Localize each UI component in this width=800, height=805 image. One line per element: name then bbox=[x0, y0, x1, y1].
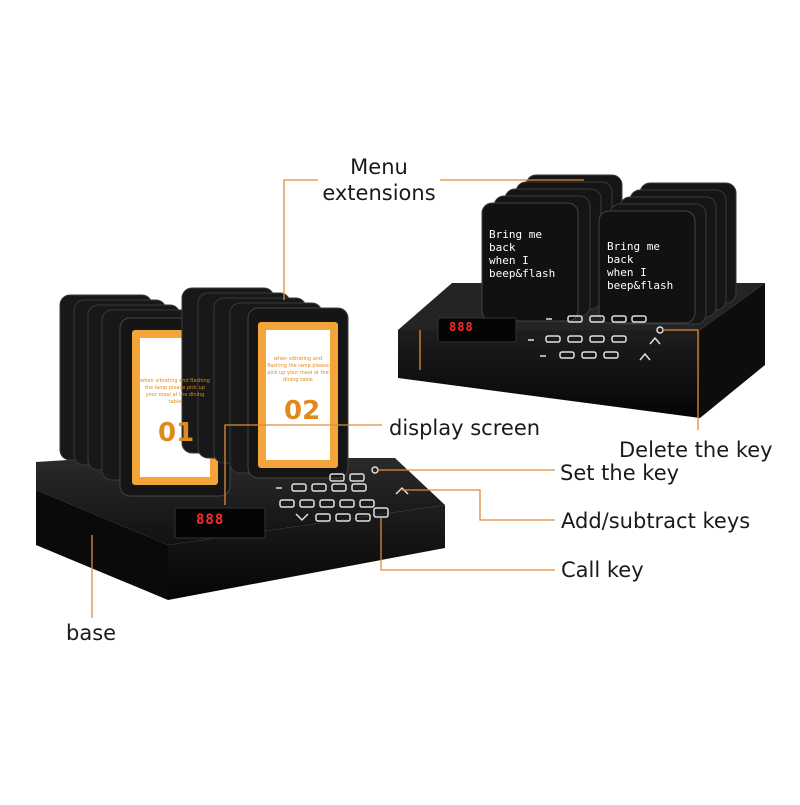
callout-lines bbox=[91, 179, 699, 618]
back-pager-stack-left bbox=[481, 174, 623, 322]
back-pager-left-label: Bring me back when I beep&flash bbox=[489, 228, 556, 280]
label-set-key: Set the key bbox=[560, 461, 680, 485]
front-display-panel bbox=[174, 507, 266, 539]
label-menu-extensions-line2: extensions bbox=[322, 181, 436, 205]
back-pager-stack-right bbox=[598, 182, 737, 325]
label-display-screen: display screen bbox=[389, 416, 541, 440]
front-display-digits: 888 bbox=[196, 512, 225, 528]
card-left-number: 01 bbox=[158, 418, 195, 448]
label-call-key: Call key bbox=[561, 558, 644, 582]
back-display-digits: 888 bbox=[449, 320, 474, 334]
label-menu-extensions: Menu extensions bbox=[318, 154, 440, 206]
back-pager-right-label: Bring me back when I beep&flash bbox=[607, 240, 674, 292]
label-base: base bbox=[66, 621, 117, 645]
card-left-text: when vibrating and flashing the lamp ple… bbox=[140, 378, 210, 405]
card-right-number: 02 bbox=[284, 396, 321, 426]
back-display-panel bbox=[437, 317, 517, 343]
back-keypad bbox=[528, 315, 664, 361]
label-delete-key: Delete the key bbox=[619, 438, 773, 462]
front-pager-stack-right bbox=[181, 287, 349, 479]
label-add-subtract-keys: Add/subtract keys bbox=[561, 509, 751, 533]
card-right-text: when vibrating and flashing the lamp ple… bbox=[267, 356, 329, 383]
front-keypad bbox=[276, 466, 409, 522]
label-menu-extensions-line1: Menu bbox=[350, 155, 408, 179]
